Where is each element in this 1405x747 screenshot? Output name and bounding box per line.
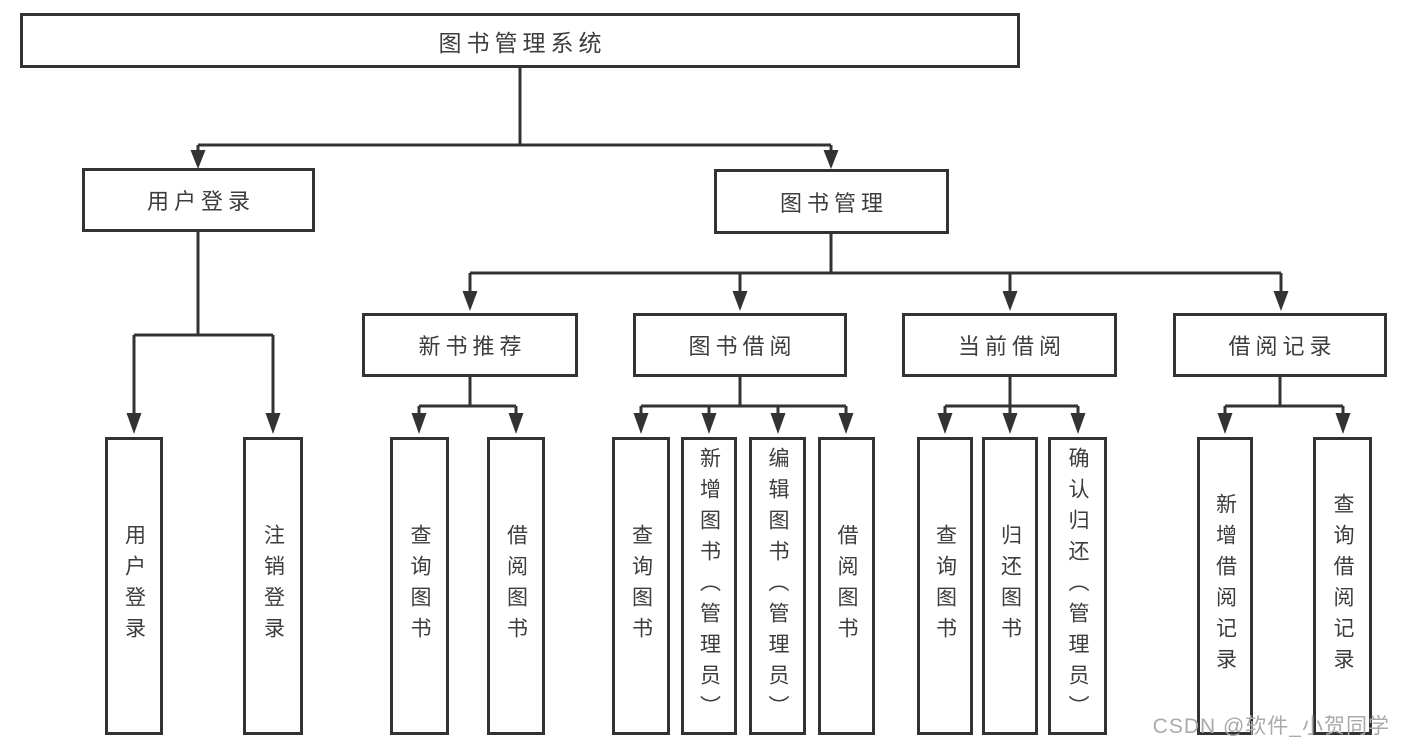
leaf-borrow-books-label: 借阅图书 <box>835 524 858 648</box>
node-library-system: 图书管理系统 <box>20 13 1020 68</box>
csdn-watermark: CSDN @软件_小贺同学 <box>1152 715 1390 738</box>
leaf-return-books: 归还图书 <box>982 437 1038 735</box>
leaf-add-borrow-record: 新增借阅记录 <box>1197 437 1253 735</box>
node-current-borrowing-label: 当前借阅 <box>957 334 1066 359</box>
leaf-borrowing-query-books: 查询图书 <box>612 437 670 735</box>
node-new-book-recommend: 新书推荐 <box>362 313 578 377</box>
leaf-user-login-label: 用户登录 <box>122 524 146 648</box>
leaf-edit-books-admin-label: 编辑图书（管理员） <box>766 446 789 726</box>
leaf-confirm-return-admin: 确认归还（管理员） <box>1048 437 1107 735</box>
leaf-add-borrow-record-label: 新增借阅记录 <box>1213 493 1237 679</box>
leaf-borrowing-query-books-label: 查询图书 <box>629 524 653 648</box>
node-book-borrowing-label: 图书借阅 <box>688 334 797 359</box>
node-library-system-label: 图书管理系统 <box>438 29 607 56</box>
leaf-current-query-books-label: 查询图书 <box>933 524 957 648</box>
leaf-logout-label: 注销登录 <box>261 524 285 648</box>
leaf-recommend-borrow-books-label: 借阅图书 <box>504 524 528 648</box>
leaf-borrow-books: 借阅图书 <box>818 437 875 735</box>
leaf-user-login: 用户登录 <box>105 437 163 735</box>
leaf-recommend-borrow-books: 借阅图书 <box>487 437 545 735</box>
leaf-recommend-query-books-label: 查询图书 <box>408 524 431 648</box>
node-borrowing-records-label: 借阅记录 <box>1228 334 1337 359</box>
leaf-edit-books-admin: 编辑图书（管理员） <box>749 437 806 735</box>
leaf-query-borrow-record: 查询借阅记录 <box>1313 437 1372 735</box>
leaf-query-borrow-record-label: 查询借阅记录 <box>1331 493 1354 679</box>
node-user-login-label: 用户登录 <box>146 189 255 214</box>
node-user-login: 用户登录 <box>82 168 315 232</box>
leaf-current-query-books: 查询图书 <box>917 437 973 735</box>
leaf-recommend-query-books: 查询图书 <box>390 437 449 735</box>
leaf-add-books-admin: 新增图书（管理员） <box>681 437 737 735</box>
leaf-confirm-return-admin-label: 确认归还（管理员） <box>1066 446 1089 726</box>
node-book-borrowing: 图书借阅 <box>633 313 847 377</box>
leaf-logout: 注销登录 <box>243 437 303 735</box>
node-book-management-label: 图书管理 <box>779 190 888 216</box>
node-current-borrowing: 当前借阅 <box>902 313 1117 377</box>
leaf-return-books-label: 归还图书 <box>998 524 1022 648</box>
node-new-book-recommend-label: 新书推荐 <box>418 334 527 359</box>
node-book-management: 图书管理 <box>714 169 949 234</box>
leaf-add-books-admin-label: 新增图书（管理员） <box>697 446 721 726</box>
node-borrowing-records: 借阅记录 <box>1173 313 1387 377</box>
